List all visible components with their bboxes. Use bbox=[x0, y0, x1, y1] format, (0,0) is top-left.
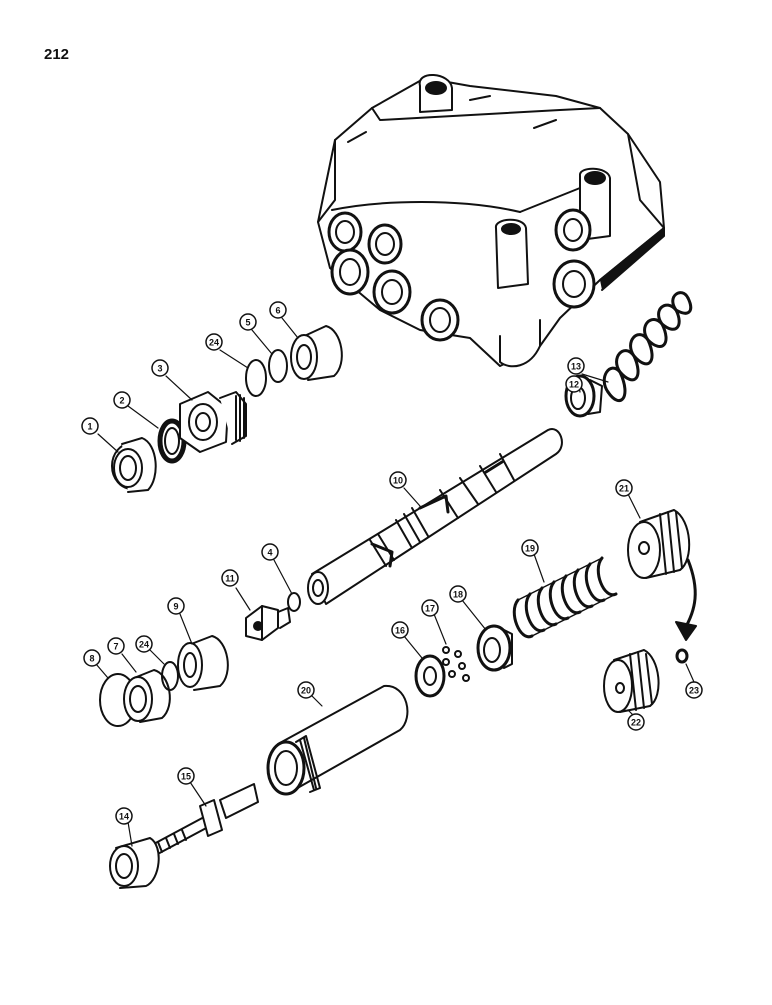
callout-13-label: 13 bbox=[571, 362, 581, 372]
callout-13: 13 bbox=[567, 357, 585, 375]
part-11-fitting bbox=[245, 605, 291, 641]
part-9-sleeve bbox=[177, 635, 229, 691]
callout-11-label: 11 bbox=[225, 574, 235, 584]
callout-2-label: 2 bbox=[119, 396, 124, 406]
callout-1-label: 1 bbox=[87, 422, 92, 432]
callout-5-label: 5 bbox=[245, 318, 250, 328]
callout-21-label: 21 bbox=[619, 484, 629, 494]
part-20-cylinder bbox=[266, 684, 409, 796]
part-5-o-ring bbox=[268, 349, 288, 383]
callout-22: 22 bbox=[627, 713, 645, 731]
callout-17-label: 17 bbox=[425, 604, 435, 614]
callout-12-label: 12 bbox=[569, 380, 579, 390]
part-21-piston bbox=[627, 509, 691, 579]
callout-10-label: 10 bbox=[393, 476, 403, 486]
part-10-spool bbox=[307, 428, 563, 605]
callout-24-lower-label: 24 bbox=[139, 640, 149, 650]
part-18-cup bbox=[476, 624, 513, 672]
callout-15: 15 bbox=[177, 767, 195, 785]
callout-17: 17 bbox=[421, 599, 439, 617]
part-24-o-ring-upper bbox=[245, 359, 267, 397]
callout-24-upper-label: 24 bbox=[209, 338, 219, 348]
callout-16: 16 bbox=[391, 621, 409, 639]
callout-16-label: 16 bbox=[395, 626, 405, 636]
callout-1: 1 bbox=[81, 417, 99, 435]
assembly-arrow bbox=[675, 558, 697, 641]
callout-19-label: 19 bbox=[525, 544, 535, 554]
callout-4-label: 4 bbox=[267, 548, 272, 558]
part-7-retainer bbox=[123, 669, 171, 723]
part-6-sleeve bbox=[290, 325, 343, 381]
part-1-ring bbox=[111, 437, 157, 493]
part-19-spring bbox=[512, 556, 618, 639]
callout-23-label: 23 bbox=[689, 686, 699, 696]
page-number: 212 bbox=[44, 46, 70, 63]
callout-20: 20 bbox=[297, 681, 315, 699]
valve-body-housing bbox=[317, 73, 665, 368]
callout-24-upper: 24 bbox=[205, 333, 223, 351]
part-16-washer bbox=[414, 654, 446, 698]
callout-9-label: 9 bbox=[173, 602, 178, 612]
callout-11: 11 bbox=[221, 569, 239, 587]
callout-23: 23 bbox=[685, 681, 703, 699]
part-15-stem bbox=[149, 783, 259, 857]
callout-8: 8 bbox=[83, 649, 101, 667]
part-22-piston bbox=[603, 649, 660, 713]
part-13-spring bbox=[602, 291, 693, 403]
part-23-snap-ring bbox=[675, 648, 689, 664]
callout-18: 18 bbox=[449, 585, 467, 603]
callout-3-label: 3 bbox=[157, 364, 162, 374]
callout-12: 12 bbox=[565, 375, 583, 393]
callout-24-lower: 24 bbox=[135, 635, 153, 653]
callout-7-label: 7 bbox=[113, 642, 118, 652]
callout-4: 4 bbox=[261, 543, 279, 561]
part-17-balls bbox=[442, 646, 470, 682]
callout-10: 10 bbox=[389, 471, 407, 489]
callout-8-label: 8 bbox=[89, 654, 94, 664]
callout-14: 14 bbox=[115, 807, 133, 825]
callout-19: 19 bbox=[521, 539, 539, 557]
callout-18-label: 18 bbox=[453, 590, 463, 600]
callout-14-label: 14 bbox=[119, 812, 129, 822]
callout-20-label: 20 bbox=[301, 686, 311, 696]
callout-5: 5 bbox=[239, 313, 257, 331]
callout-9: 9 bbox=[167, 597, 185, 615]
callout-7: 7 bbox=[107, 637, 125, 655]
part-14-cup bbox=[109, 837, 160, 889]
part-3-hex-plug bbox=[179, 391, 247, 453]
callout-3: 3 bbox=[151, 359, 169, 377]
part-24-o-ring-lower bbox=[161, 661, 179, 691]
callout-2: 2 bbox=[113, 391, 131, 409]
callout-21: 21 bbox=[615, 479, 633, 497]
callout-6: 6 bbox=[269, 301, 287, 319]
callout-6-label: 6 bbox=[275, 306, 280, 316]
leader-lines bbox=[95, 317, 695, 847]
callout-15-label: 15 bbox=[181, 772, 191, 782]
callout-22-label: 22 bbox=[631, 718, 641, 728]
part-4-o-ring bbox=[287, 592, 301, 612]
